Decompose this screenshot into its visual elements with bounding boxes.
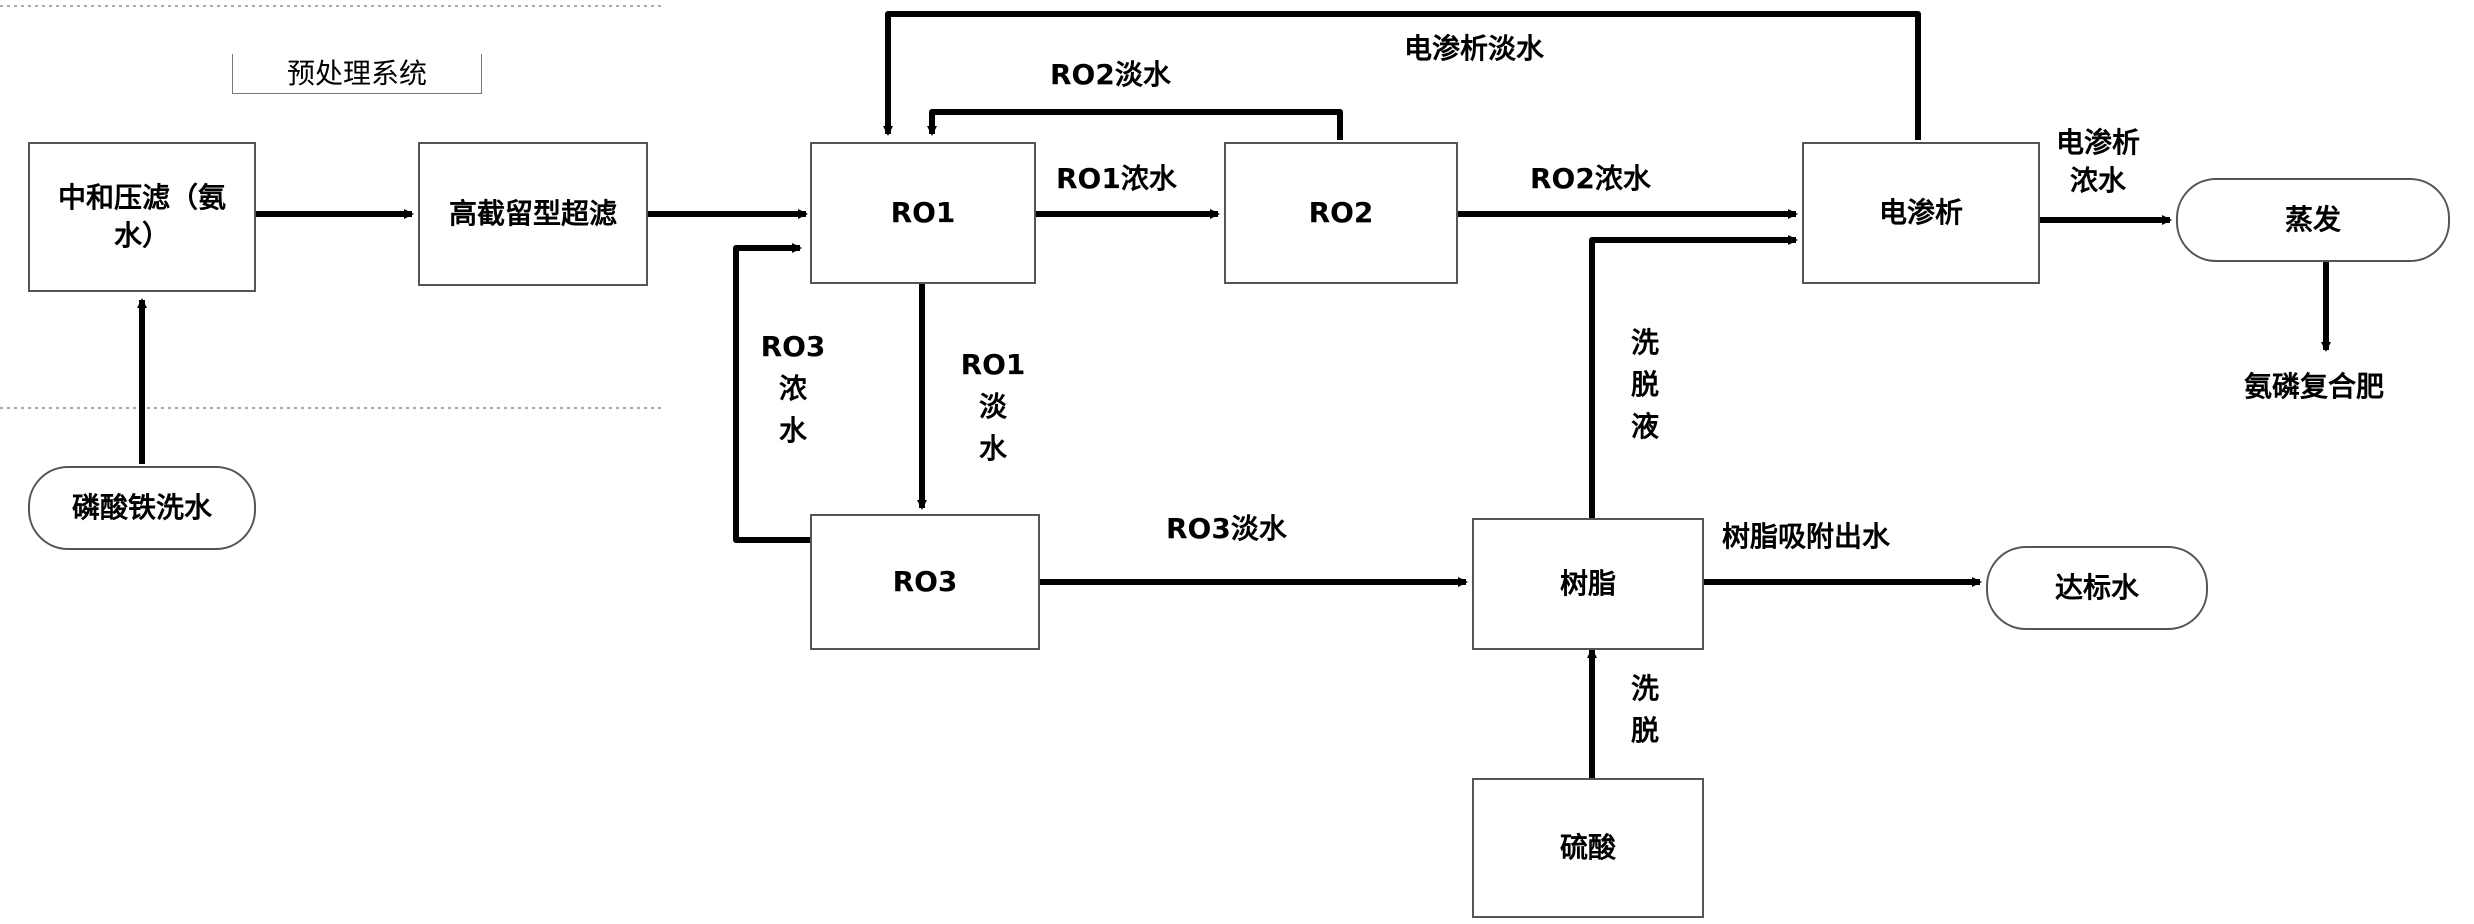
node-electrodialysis: 电渗析 <box>1802 142 2040 284</box>
arrow-ed-fresh-ro1 <box>883 11 1921 140</box>
node-fertilizer: 氨磷复合肥 <box>2244 370 2385 403</box>
label-ro1-conc: RO1浓水 <box>1056 162 1177 195</box>
label-ro2-conc: RO2浓水 <box>1530 162 1651 195</box>
node-neutralize: 中和压滤（氨 水） <box>28 142 256 292</box>
arrow-ro2-fresh-ro1 <box>927 109 1343 140</box>
label-ro2-fresh: RO2淡水 <box>1050 58 1171 91</box>
node-iron-wash: 磷酸铁洗水 <box>28 466 256 550</box>
label-eluate: 洗 脱 液 <box>1630 326 1659 443</box>
label-ro3-conc: RO3 浓 水 <box>760 330 826 447</box>
arrow-ro3-conc-ro1 <box>733 243 810 543</box>
node-ultrafilter: 高截留型超滤 <box>418 142 648 286</box>
label-elution: 洗 脱 <box>1630 672 1659 747</box>
section-title: 预处理系统 <box>232 54 482 94</box>
node-resin: 树脂 <box>1472 518 1704 650</box>
arrow-eluate-ed <box>1589 235 1798 518</box>
label-resin-out: 树脂吸附出水 <box>1722 520 1891 553</box>
node-standard-water: 达标水 <box>1986 546 2208 630</box>
node-sulfuric-acid: 硫酸 <box>1472 778 1704 918</box>
node-ro2: RO2 <box>1224 142 1458 284</box>
label-ed-conc: 电渗析 浓水 <box>2056 126 2141 197</box>
node-ro3: RO3 <box>810 514 1040 650</box>
label-ed-fresh: 电渗析淡水 <box>1404 32 1545 65</box>
node-ro1: RO1 <box>810 142 1036 284</box>
label-ro1-fresh: RO1 淡 水 <box>960 348 1026 465</box>
node-evaporate: 蒸发 <box>2176 178 2450 262</box>
label-ro3-fresh: RO3淡水 <box>1166 512 1287 545</box>
